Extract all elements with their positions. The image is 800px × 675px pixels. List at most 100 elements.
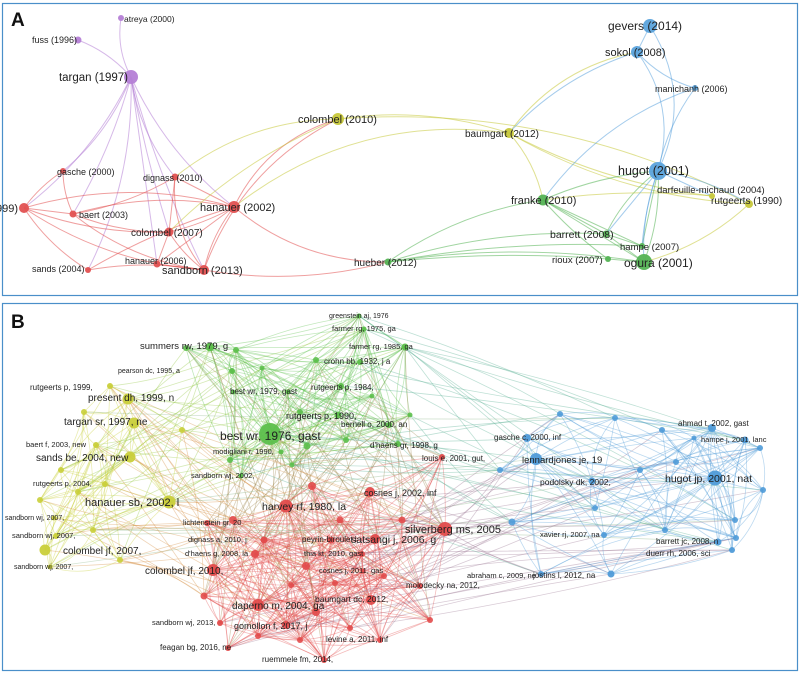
node-satsangi[interactable]: satsangi j, 2006, g [351, 534, 436, 546]
node-sokol[interactable]: sokol (2008) [605, 46, 666, 59]
node-hanauer[interactable]: hanauer sb, 2002, l [85, 495, 179, 510]
node-silverberg[interactable]: silverberg ms, 2005 [405, 522, 501, 536]
node-baumgart[interactable]: baumgart (2012) [465, 128, 539, 140]
node-thia[interactable]: thia kt, 2010, gast [304, 549, 365, 558]
node-fuss[interactable]: fuss (1996) [32, 35, 82, 45]
node-baert[interactable]: baert (2003) [69, 210, 129, 220]
node-targan[interactable]: targan sr, 1997, ne [64, 417, 148, 429]
edge-cosnes11-hub20 [339, 519, 364, 572]
node-hampe[interactable]: hampe j, 2001, lanc [701, 435, 767, 444]
node-dignass[interactable]: dignass (2010) [143, 173, 203, 183]
node-cosnes02[interactable]: cosnes j, 2002, inf [364, 487, 437, 498]
node-feagan[interactable]: feagan bg, 2016, ne [160, 643, 232, 652]
node-baumgart[interactable]: baumgart dc, 2012, [315, 594, 388, 605]
node-gasche[interactable]: gasche c, 2000, inf [494, 433, 562, 442]
node-sandbornwj02[interactable]: sandborn wj, 2002, [191, 471, 254, 480]
node-hueber[interactable]: hueber (2012) [354, 258, 417, 269]
node-louis[interactable]: louis e, 2001, gut, [422, 454, 485, 463]
node-daperno[interactable]: daperno m, 2004, ga [232, 599, 325, 612]
node-colombel07[interactable]: colombel jf, 2007, [39, 544, 142, 558]
node-bernell[interactable]: bernell o, 2000, an [341, 420, 407, 429]
node-gomollon[interactable]: gomollon f, 2017, j [234, 621, 308, 631]
node-farmer75[interactable]: farmer rg, 1975, ga [332, 324, 397, 333]
edge-modigliani-hub10 [280, 395, 373, 453]
node-present[interactable]: present dh, 1999, n [88, 393, 174, 405]
node-hugot[interactable]: hugot (2001) [618, 162, 689, 180]
node-crohn[interactable]: crohn bb, 1932, j a [324, 357, 391, 366]
node-cosnes11[interactable]: cosnes j, 2011, gas [319, 566, 383, 575]
node-xavier[interactable]: xavier rj, 2007, na [540, 530, 607, 539]
edge-crohn-hub3 [261, 361, 361, 372]
node-barrett[interactable]: barrett (2008) [550, 229, 614, 241]
node-podolsky[interactable]: podolsky dk, 2002, [540, 477, 611, 487]
node-atreya[interactable]: atreya (2000) [118, 14, 175, 24]
node-rutgeerts99[interactable]: rutgeerts p, 1999, [30, 383, 113, 392]
node-peyrin[interactable]: peyrin-biroulet l [302, 535, 357, 544]
node-sands[interactable]: sands (2004) [32, 264, 91, 274]
node-manichanh[interactable]: manichanh (2006) [655, 84, 728, 94]
node-duerr[interactable]: duerr rh, 2006, sci [646, 547, 735, 558]
node-rutgeerts04[interactable]: rutgeerts p, 2004, [33, 479, 108, 488]
node-baert[interactable]: baert f, 2003, new [26, 440, 99, 449]
node-lennard[interactable]: lennardjones je, 19 [522, 453, 602, 466]
node-hanauer[interactable]: hanauer (2002) [200, 201, 275, 214]
edge-bernell-hub9 [291, 424, 390, 466]
node-bestwr79[interactable]: best wr, 1979, gast [230, 387, 298, 396]
node-lichtenstein[interactable]: lichtenstein gr, 20 [183, 518, 241, 527]
node-sandbornwj13[interactable]: sandborn wj, 2013, [152, 618, 223, 627]
node-hanauer06[interactable]: hanauer (2006) [125, 256, 187, 268]
node-gasche[interactable]: gasche (2000) [57, 167, 115, 177]
node-rutgeerts90[interactable]: rutgeerts p, 1990, [286, 411, 357, 421]
node-summers[interactable]: summers rw, 1979, g [140, 341, 228, 352]
node-hub40-marker [637, 467, 643, 473]
node-sands[interactable]: sands be, 2004, new [36, 451, 136, 465]
edge-barrett-hub40 [639, 469, 719, 543]
node-franke[interactable]: franke (2010) [511, 194, 576, 208]
node-molodecky[interactable]: molodecky na, 2012, [406, 581, 480, 590]
node-jostins[interactable]: jostins l, 2012, na [532, 570, 615, 581]
node-bestwr76[interactable]: best wr, 1976, gast [220, 423, 321, 445]
node-colombel07[interactable]: colombel (2007) [131, 227, 203, 240]
node-dignass[interactable]: dignass a, 2010, j [188, 535, 268, 544]
node-sandbornwj07b[interactable]: sandborn wj, 2007, [12, 531, 75, 540]
edge-hub6-hub11 [345, 414, 411, 441]
node-ogura[interactable]: ogura (2001) [624, 254, 693, 270]
edge-greenstein-hub0 [235, 315, 360, 351]
node-rioux[interactable]: rioux (2007) [552, 255, 611, 266]
node-pearson[interactable]: pearson dc, 1995, a [118, 368, 235, 375]
edge-bestwr79-hub10 [287, 391, 373, 401]
node-greenstein[interactable]: greenstein aj, 1976 [329, 313, 389, 320]
node-farmer85[interactable]: farmer rg, 1985, ga [349, 342, 414, 351]
node-rutgeerts84[interactable]: rutgeerts p, 1984, [311, 383, 374, 392]
edge-cosnes02-hub25 [290, 491, 371, 586]
edge-sandbornwj07b-barrett [55, 531, 719, 543]
node-targan[interactable]: targan (1997) [59, 70, 138, 84]
node-gevers[interactable]: gevers (2014) [608, 19, 682, 33]
node-ruemmele[interactable]: ruemmele fm, 2014, [262, 655, 333, 664]
node-darfeuille[interactable]: darfeuille-michaud (2004) [657, 185, 765, 199]
node-modigliani[interactable]: modigliani r, 1990, [213, 447, 284, 456]
node-sandbornwj07a[interactable]: sandborn wj, 2007, [5, 515, 64, 522]
node-dhaens98[interactable]: d'haens gr, 1998, g [370, 441, 438, 450]
node-ahmad[interactable]: ahmad t, 2002, gast [678, 419, 749, 432]
node-dhaens08[interactable]: d'haens g, 2008, la [185, 549, 259, 558]
node-barrett[interactable]: barrett jc, 2008, n [656, 537, 722, 546]
node-levine[interactable]: levine a, 2011, inf [326, 635, 389, 644]
node-abraham[interactable]: abraham c, 2009, ne [467, 571, 544, 580]
node-hugot[interactable]: hugot jp, 2001, nat [665, 470, 752, 486]
edge-louis-harvey [285, 456, 443, 507]
edge-lennard-hub35 [535, 429, 663, 460]
node-hampe[interactable]: hampe (2007) [620, 242, 679, 253]
node-rutgeerts[interactable]: rutgeerts (1990) [711, 196, 782, 208]
node-colombel10[interactable]: colombel (2010) [298, 113, 377, 126]
edge-hub33-hub39 [559, 413, 677, 463]
edge-crohn-hub40 [359, 361, 641, 471]
node-colombel10[interactable]: colombel jf, 2010, [145, 564, 223, 577]
node-present[interactable]: present (1999) [0, 203, 29, 215]
edge-greenstein-summers [209, 315, 360, 348]
node-harvey[interactable]: harvey rf, 1980, la [262, 499, 346, 514]
node-sandbornwj07c[interactable]: sandborn wj, 2007, [14, 564, 73, 571]
edge-colombel10-ruemmele [212, 569, 325, 661]
edge-gasche-ahmad [526, 427, 713, 440]
node-sandborn[interactable]: sandborn (2013) [162, 265, 243, 277]
